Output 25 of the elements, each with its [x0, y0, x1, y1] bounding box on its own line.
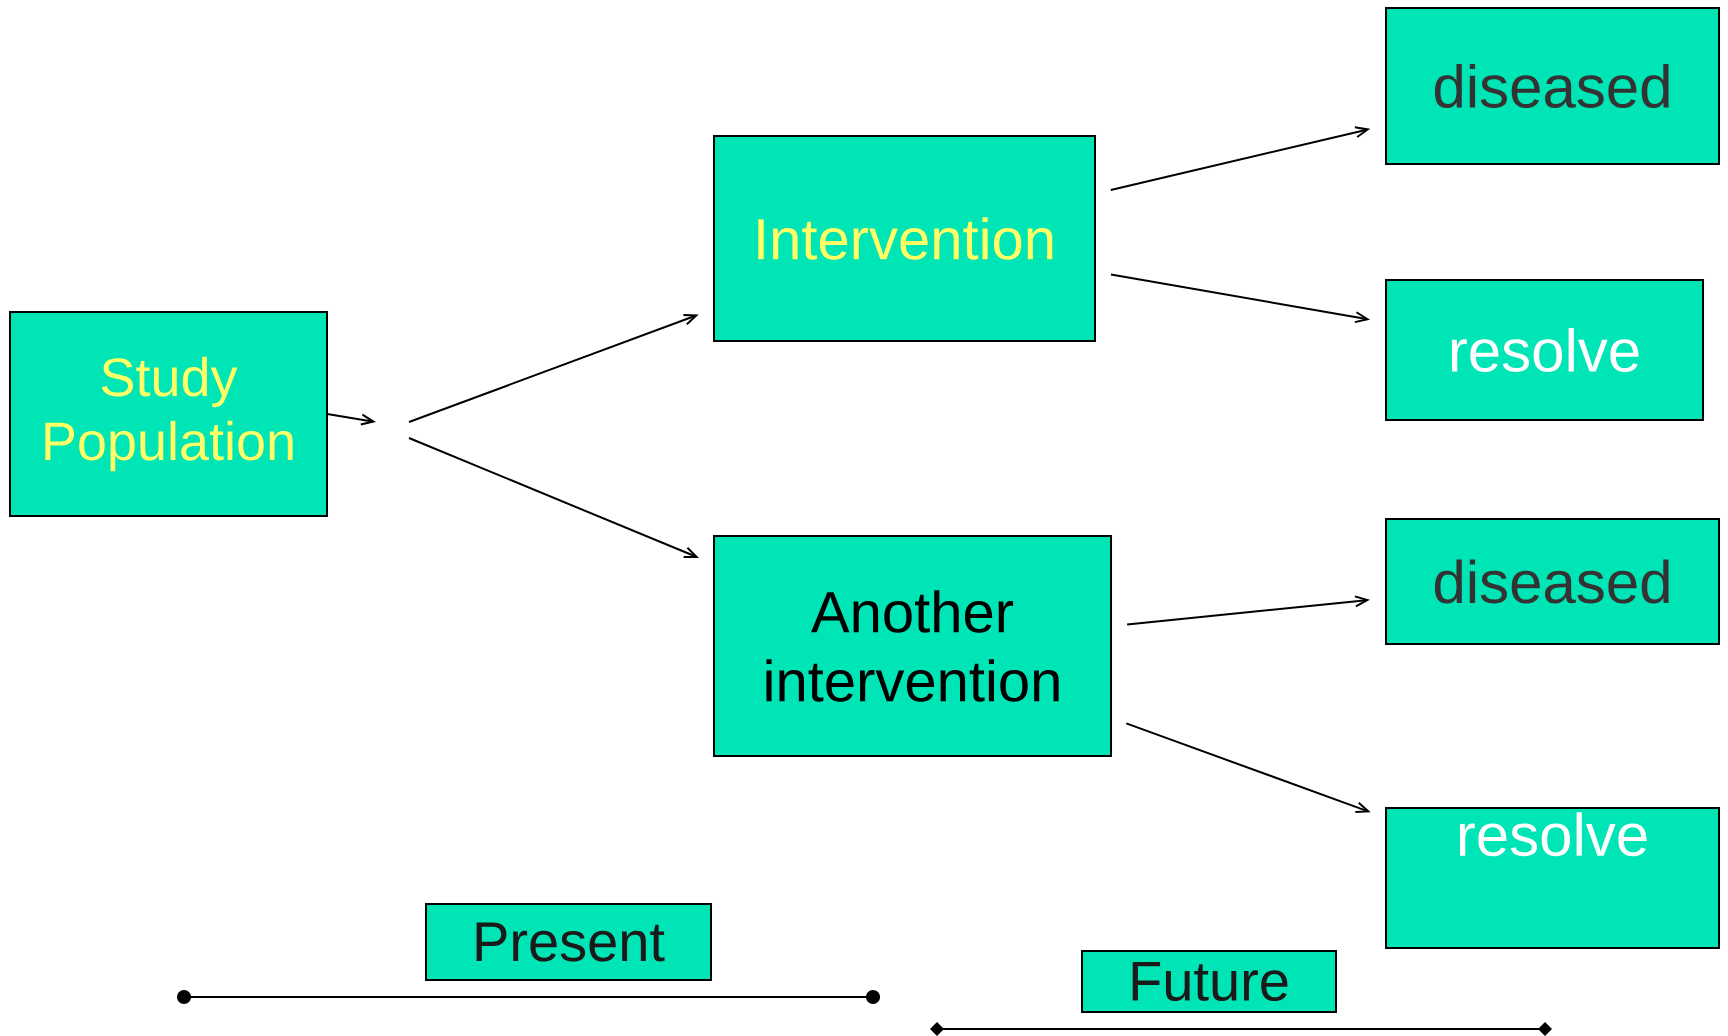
box	[713, 535, 1112, 757]
node-label: Study Population	[45, 356, 293, 472]
box	[9, 311, 328, 517]
arrow	[1125, 722, 1371, 814]
arrow	[1110, 273, 1371, 324]
arrow	[408, 313, 699, 423]
box	[425, 903, 712, 981]
node-label: diseased	[1434, 559, 1669, 604]
box	[1385, 518, 1721, 645]
node-label: Present	[476, 922, 665, 962]
box	[1385, 7, 1721, 165]
node-label: Another intervention	[766, 590, 1059, 702]
node-label: Intervention	[758, 217, 1053, 260]
node-label: diseased	[1434, 63, 1669, 109]
node-label: resolve	[1451, 327, 1639, 373]
arrow	[1109, 126, 1371, 191]
box	[1385, 807, 1721, 949]
node-label: Future	[1132, 961, 1288, 1002]
node-label: resolve	[1459, 812, 1647, 857]
box	[1385, 279, 1704, 421]
arrow	[408, 437, 700, 558]
box	[713, 135, 1096, 342]
box	[1081, 950, 1337, 1013]
arrow	[326, 413, 376, 426]
arrow	[1126, 595, 1370, 626]
